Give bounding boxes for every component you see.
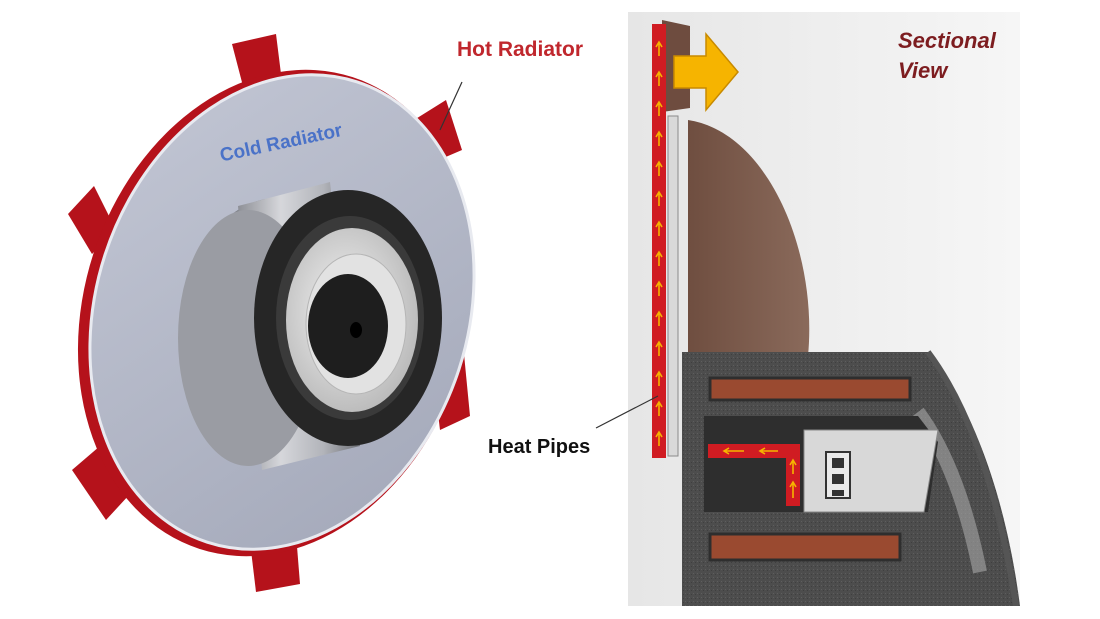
sectional-view-line1: Sectional xyxy=(898,28,996,53)
heat-pipe-vertical xyxy=(652,24,666,458)
sectional-view-drawing xyxy=(628,12,1020,606)
sectional-view-label: Sectional View xyxy=(898,26,996,86)
hot-fin-left-lower xyxy=(72,446,130,520)
heat-pipes-label: Heat Pipes xyxy=(488,436,591,458)
heat-output-arrow xyxy=(673,31,739,113)
shaft-hole xyxy=(350,322,362,338)
shaft-hub xyxy=(308,274,388,378)
housing-curve-edge xyxy=(925,350,1019,606)
bellows-element xyxy=(825,451,851,499)
sectional-view-line2: View xyxy=(898,58,948,83)
inner-sleeve xyxy=(803,429,939,513)
sectional-view xyxy=(628,12,1020,606)
flow-arrows-inner xyxy=(722,447,797,498)
central-housing xyxy=(178,182,442,470)
radiator-assembly-drawing xyxy=(68,34,476,592)
flow-arrows-vertical xyxy=(655,40,663,446)
cold-radiator-section xyxy=(688,120,810,356)
upper-coil xyxy=(708,376,912,402)
lower-coil xyxy=(708,532,902,562)
heat-pipe-riser xyxy=(786,444,800,506)
radiator-assembly-3d xyxy=(68,34,476,592)
cold-radiator-disk-edge xyxy=(88,73,476,551)
hot-radiator-label: Hot Radiator xyxy=(457,38,583,61)
housing-curve-highlight xyxy=(912,407,987,574)
back-plate xyxy=(667,115,679,457)
heat-pipe-horizontal xyxy=(708,444,800,458)
